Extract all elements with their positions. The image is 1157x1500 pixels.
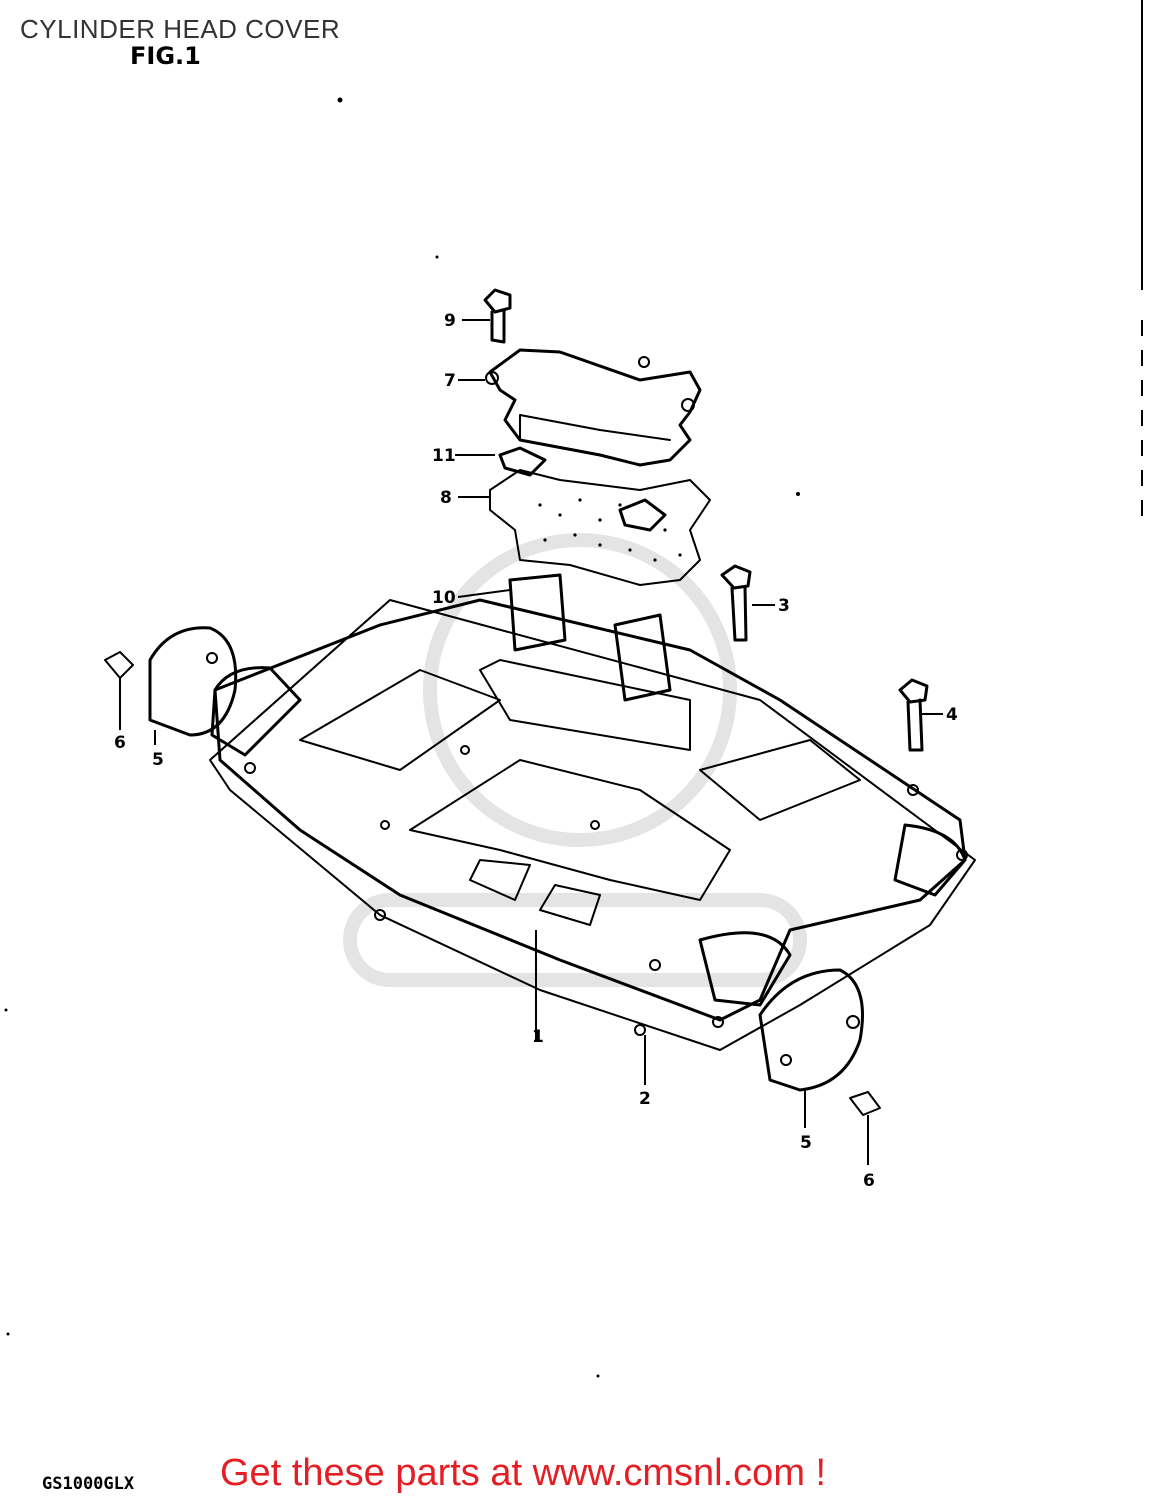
scan-specks [4,97,800,1378]
callout-6-right: 6 [863,1171,875,1191]
callout-6-left: 6 [114,733,126,753]
callout-4: 4 [946,705,958,725]
callout-9: 9 [444,311,456,331]
breather-gasket [489,469,711,586]
bolt-part-4 [898,678,929,752]
callout-5-right: 5 [800,1133,812,1153]
bolt-part-9 [483,288,512,344]
left-cap-and-screw [104,626,238,737]
callout-1: 1 [532,1027,544,1047]
cover-gasket [209,599,976,1051]
figure-label: FIG.1 [130,42,201,70]
breather-cover [485,348,702,467]
cta-link[interactable]: Get these parts at www.cmsnl.com ! [220,1452,827,1494]
breather-cushions [498,446,672,702]
model-code: GS1000GLX [42,1474,135,1494]
right-cap-and-screw [758,968,881,1116]
callout-8: 8 [440,488,452,508]
watermark-logo [343,533,807,987]
page-title: CYLINDER HEAD COVER [20,14,341,44]
callout-labels: 9 7 11 8 10 3 4 6 5 1 2 5 6 [114,311,958,1191]
callout-10: 10 [432,588,456,608]
leader-lines [119,319,943,1165]
callout-5-left: 5 [152,750,164,770]
callout-3: 3 [778,596,790,616]
callout-11: 11 [432,446,456,466]
bolt-part-3 [720,564,752,642]
cylinder-head-cover [209,598,976,1051]
callout-2: 2 [639,1089,651,1109]
callout-7: 7 [444,371,456,391]
